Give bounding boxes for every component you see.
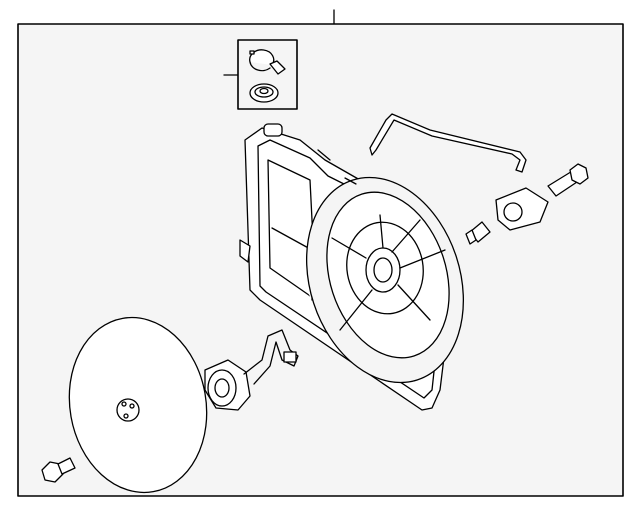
resistor (496, 188, 548, 230)
fan-motor (205, 330, 298, 410)
clip-icon (466, 222, 490, 244)
fan-blade (56, 307, 220, 504)
wire-harness (370, 114, 526, 172)
motor-bolt-icon (42, 458, 75, 482)
cap-seal-inset (224, 40, 297, 109)
seal-ring-icon (250, 84, 278, 102)
bolt-icon (548, 164, 588, 196)
cap-icon (250, 50, 285, 74)
fan-shroud-assembly (240, 124, 489, 410)
